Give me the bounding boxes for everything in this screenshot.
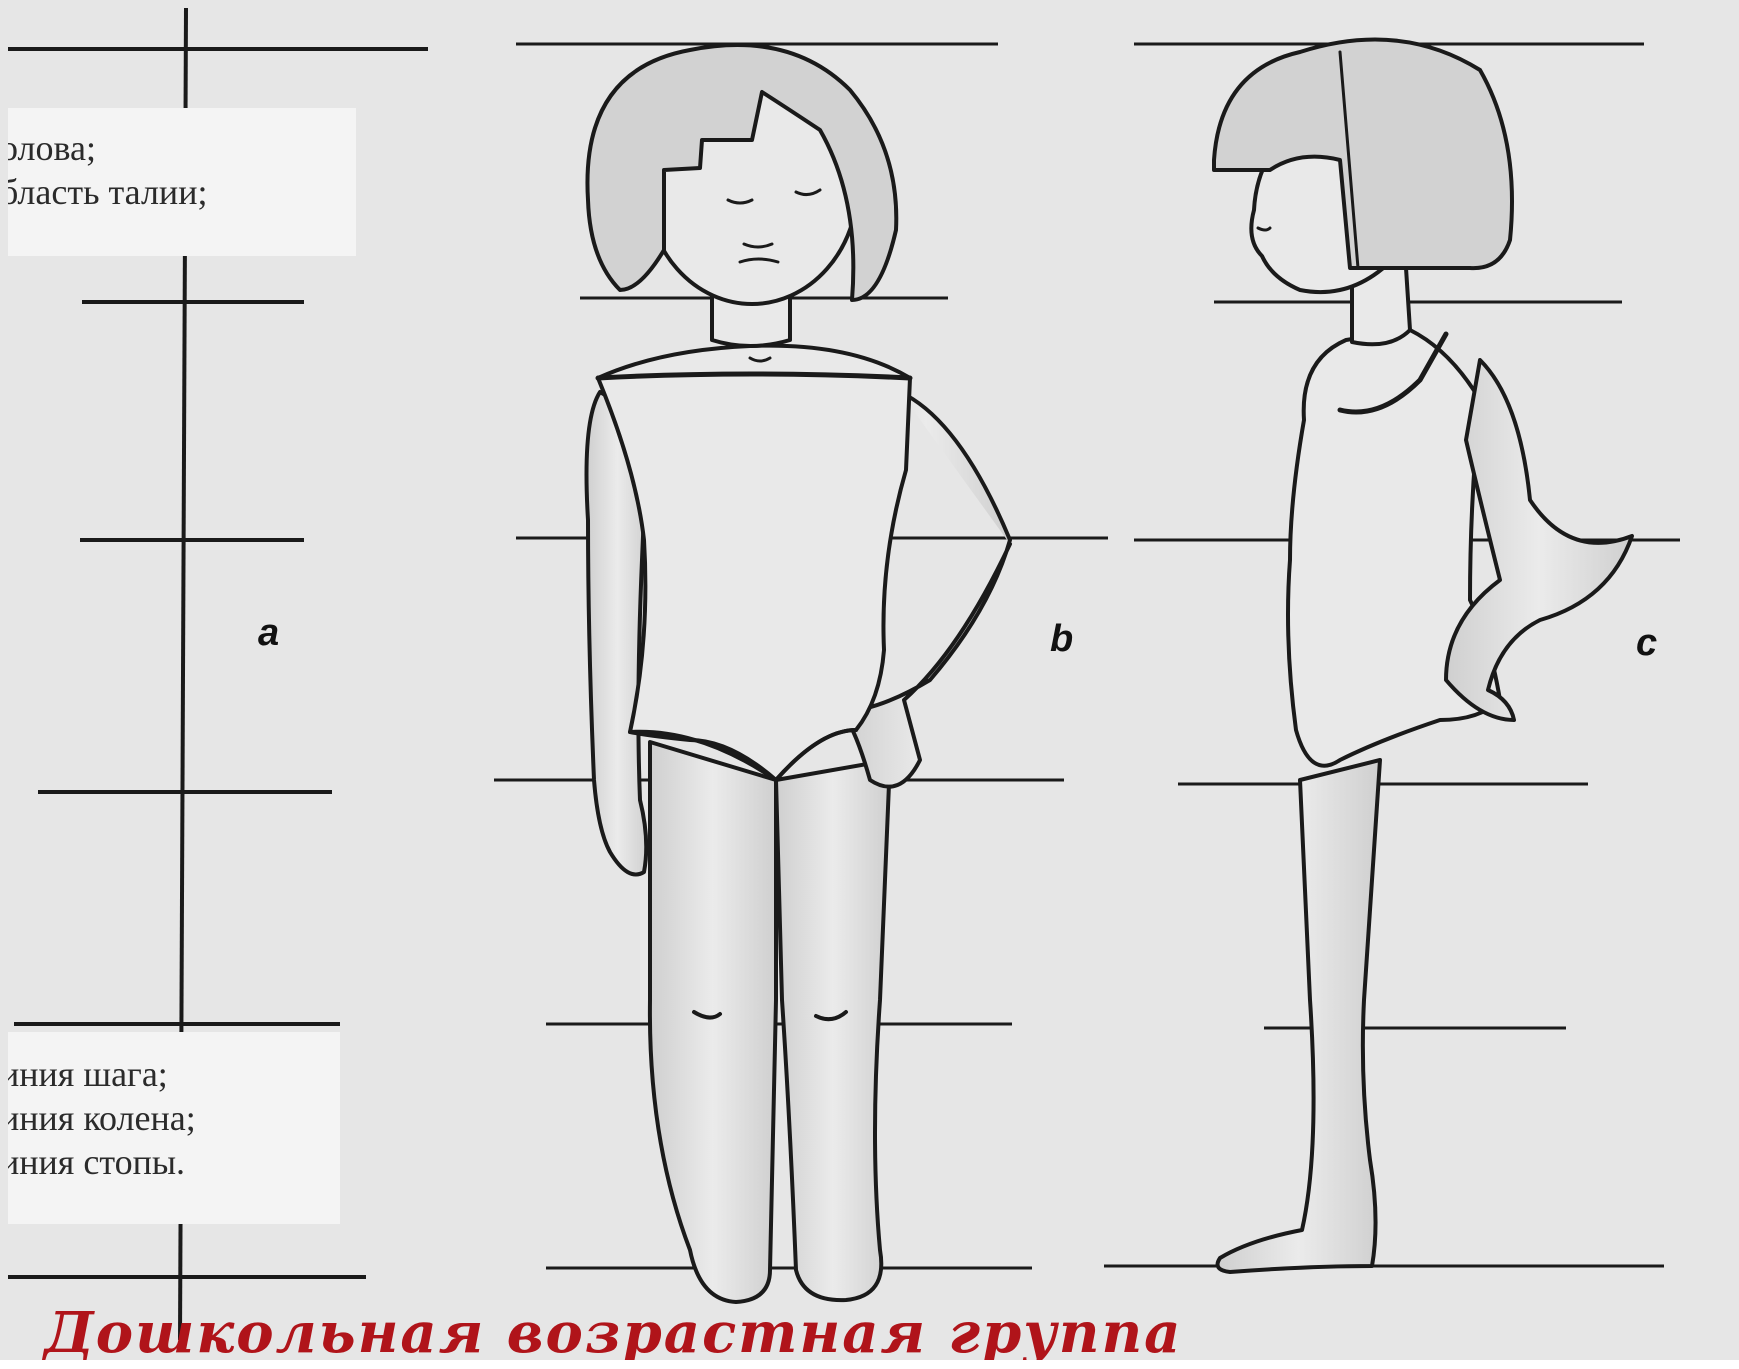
legend-item-crotch: иния шага; — [8, 1052, 326, 1096]
legend-item-waist: бласть талии; — [8, 170, 342, 214]
legend-item-head: олова; — [8, 126, 342, 170]
figure-label-a: a — [258, 612, 279, 655]
legend-top: олова; бласть талии; — [8, 108, 356, 256]
child-side-view — [1214, 40, 1632, 1272]
figure-label-c: c — [1636, 622, 1657, 665]
child-front-view — [587, 45, 1011, 1302]
legend-bottom: иния шага; иния колена; иния стопы. — [8, 1032, 340, 1224]
figure-label-b: b — [1050, 618, 1073, 661]
caption-title: Дошкольная возрастная группа — [44, 1300, 1182, 1366]
legend-item-foot: иния стопы. — [8, 1140, 326, 1184]
legend-item-knee: иния колена; — [8, 1096, 326, 1140]
bottom-border — [0, 1360, 1739, 1369]
